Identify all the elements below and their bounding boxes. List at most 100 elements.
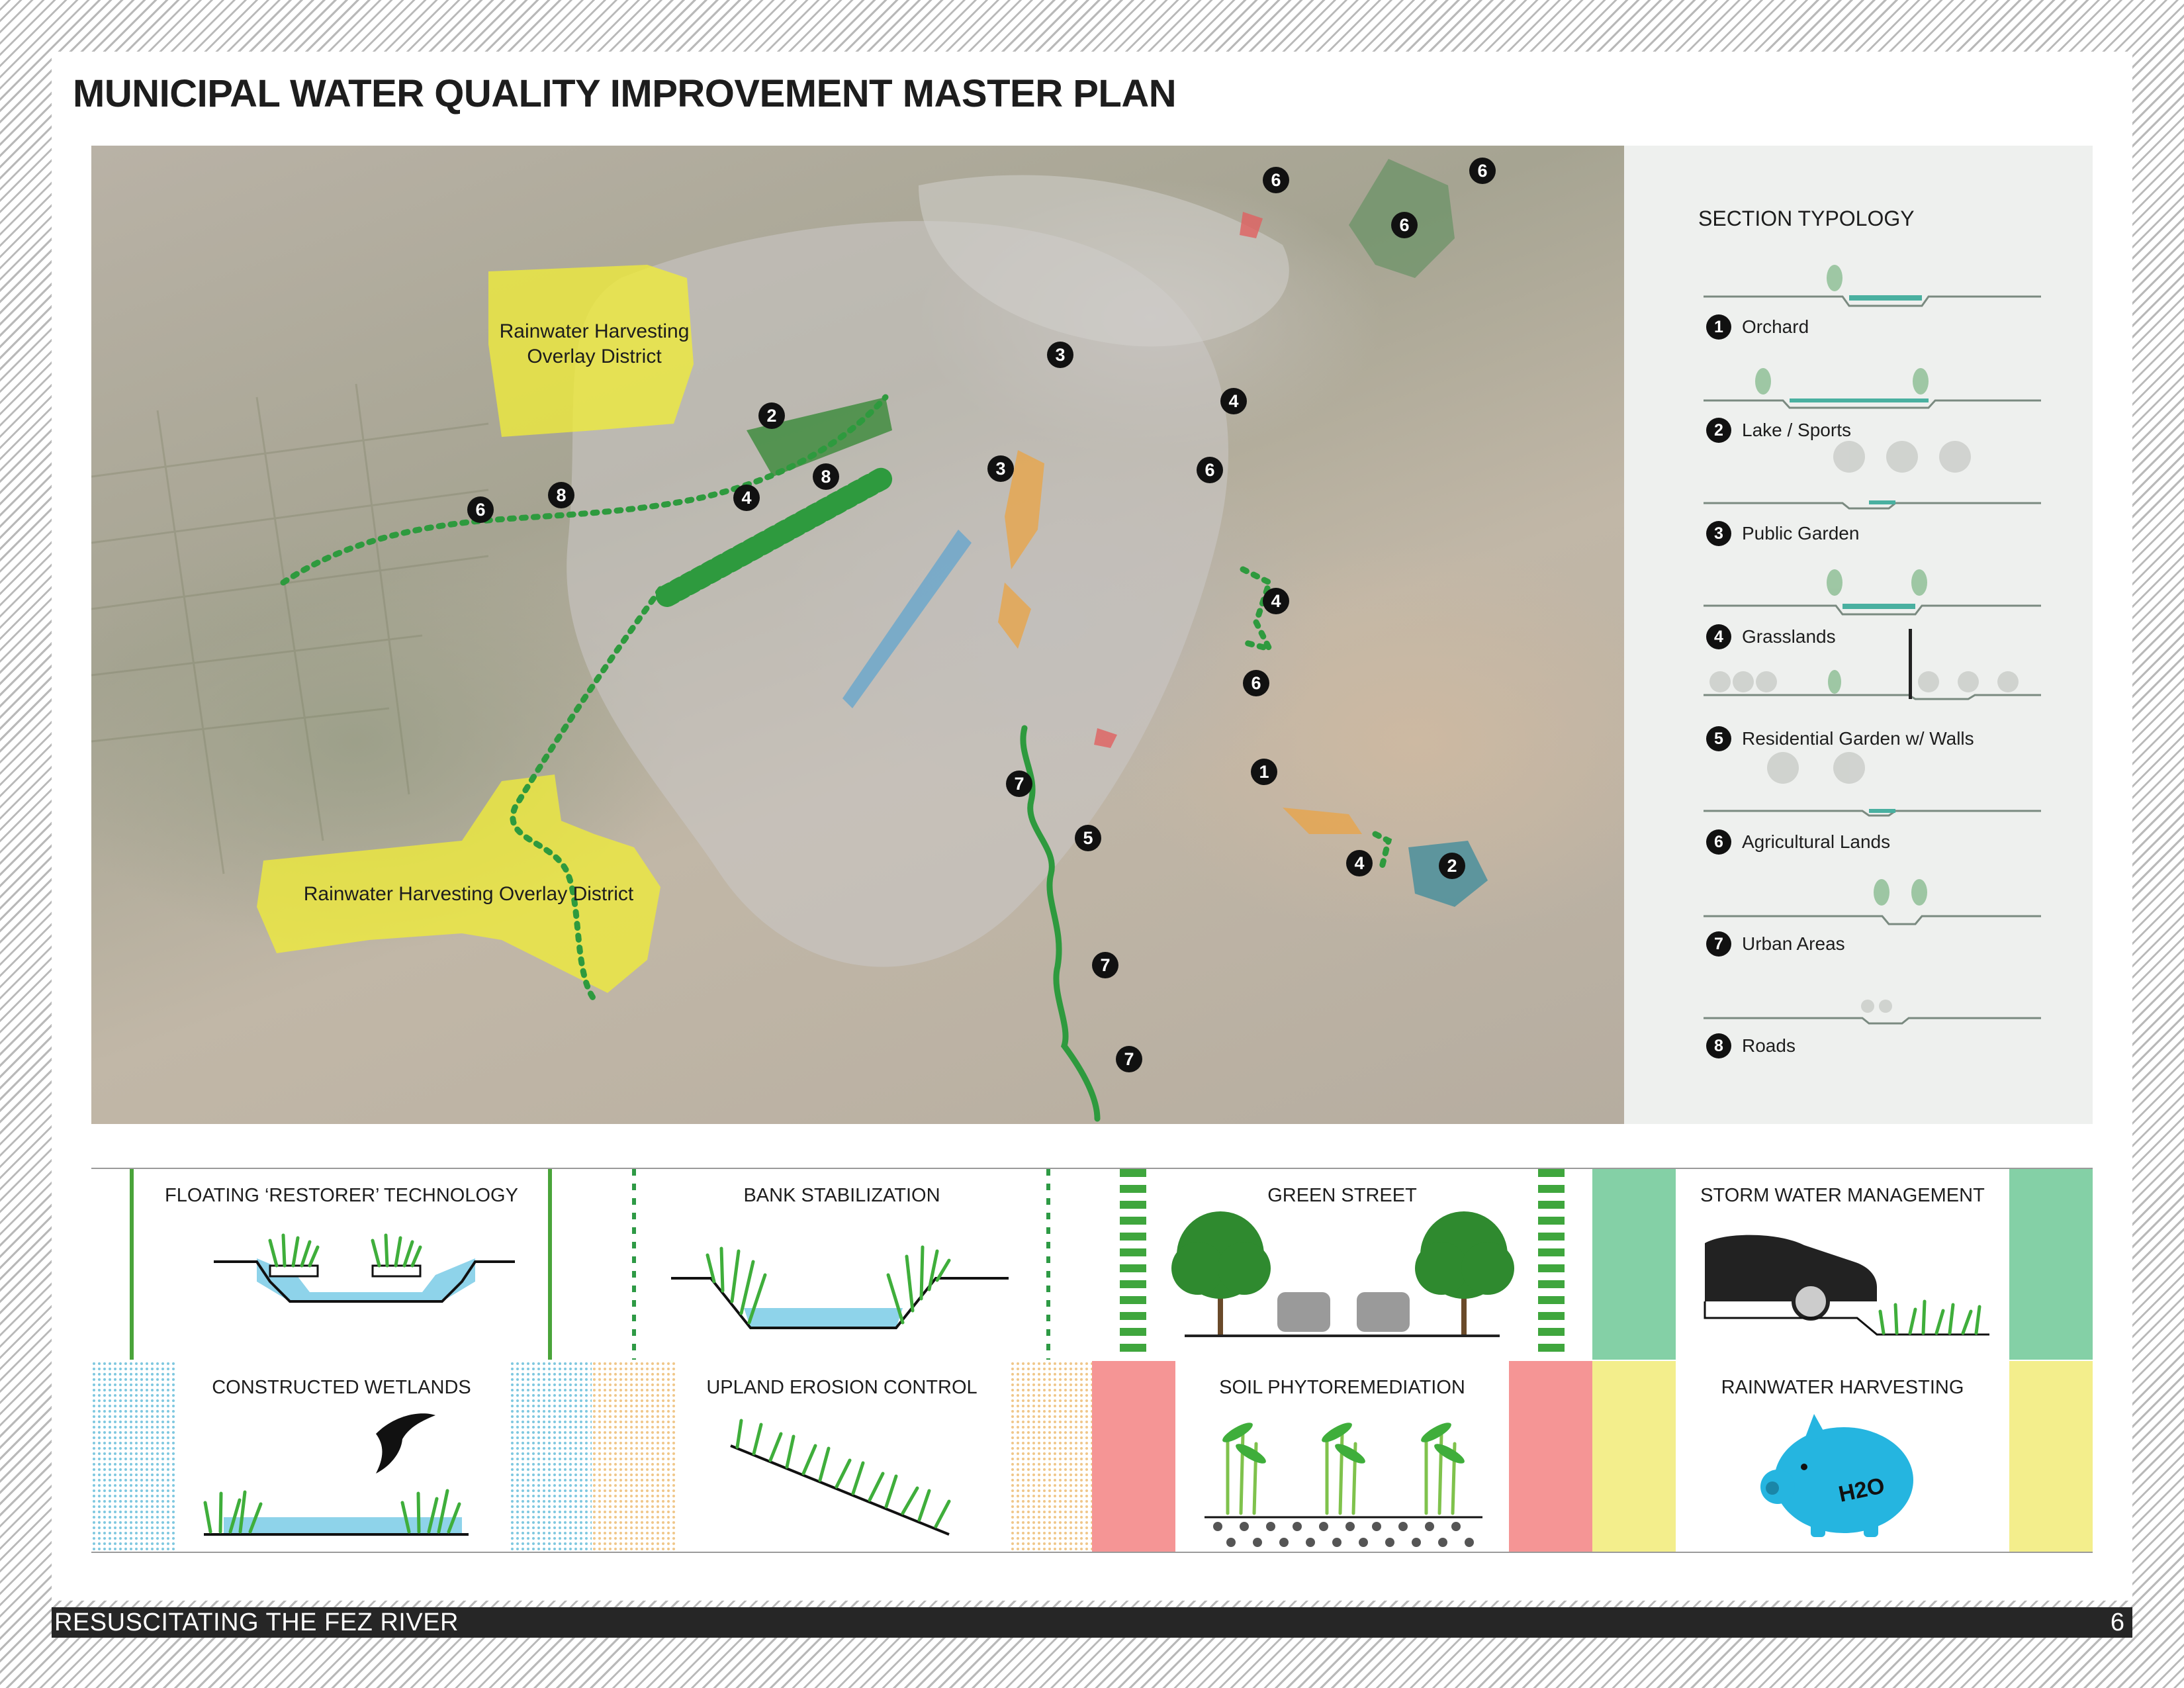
typology-item-roads: 8 Roads [1706, 1033, 1796, 1059]
strategy-label: UPLAND EROSION CONTROL [706, 1377, 978, 1398]
map-marker[interactable]: 8 [548, 482, 574, 508]
map-marker[interactable]: 3 [987, 455, 1014, 482]
map-overlays [91, 159, 1488, 1122]
map-marker[interactable]: 8 [813, 463, 839, 490]
orange-zone [1283, 808, 1362, 834]
floating-restorer-illustration [130, 1169, 552, 1360]
typology-label: Public Garden [1742, 523, 1860, 543]
urban-stream [1020, 725, 1101, 1122]
route-southwest [510, 586, 664, 1003]
strategy-green-street[interactable]: GREEN STREET [1092, 1169, 1594, 1360]
map-marker[interactable]: 6 [1263, 167, 1289, 193]
typology-number: 8 [1706, 1033, 1731, 1058]
typology-item-public-garden: 3 Public Garden [1706, 520, 1859, 547]
strategy-grid: FLOATING ‘RESTORER’ TECHNOLOGY BANK STAB… [91, 1168, 2093, 1553]
map-marker[interactable]: 4 [1220, 388, 1247, 414]
map-marker[interactable]: 4 [733, 485, 760, 511]
red-zone [1094, 728, 1117, 748]
strategy-constructed-wetlands[interactable]: CONSTRUCTED WETLANDS [91, 1361, 593, 1552]
map-marker[interactable]: 3 [1047, 342, 1073, 368]
strategy-label: RAINWATER HARVESTING [1721, 1377, 1964, 1398]
rainwater-district-north [488, 265, 694, 437]
map-marker[interactable]: 6 [1243, 670, 1269, 696]
red-zone [1240, 212, 1263, 238]
map-marker[interactable]: 1 [1251, 759, 1277, 785]
canal [842, 530, 972, 708]
route-southeast [1372, 831, 1392, 870]
map-marker[interactable]: 4 [1346, 850, 1373, 876]
typology-item-residential: 5 Residential Garden w/ Walls [1706, 726, 1974, 752]
typology-number: 3 [1706, 521, 1731, 546]
map-marker[interactable]: 6 [1469, 158, 1496, 184]
map-marker[interactable]: 4 [1263, 588, 1289, 614]
footer-title: RESUSCITATING THE FEZ RIVER [54, 1609, 459, 1636]
constructed-wetlands-illustration [91, 1361, 592, 1552]
map-marker[interactable]: 7 [1006, 771, 1032, 797]
map-marker[interactable]: 6 [1391, 212, 1418, 238]
strategy-floating-restorer[interactable]: FLOATING ‘RESTORER’ TECHNOLOGY [91, 1169, 593, 1360]
typology-label: Orchard [1742, 316, 1809, 337]
typology-label: Urban Areas [1742, 933, 1845, 954]
route-west [280, 394, 889, 586]
storm-water-illustration [1592, 1169, 2093, 1360]
rainwater-district-south [257, 774, 660, 993]
field-texture [91, 383, 489, 874]
typology-label: Residential Garden w/ Walls [1742, 728, 1974, 749]
urban-area [567, 220, 1229, 967]
typology-sections [1704, 265, 2041, 1025]
strategy-label: CONSTRUCTED WETLANDS [212, 1377, 471, 1398]
map-marker[interactable]: 2 [758, 402, 785, 429]
strategy-label: BANK STABILIZATION [743, 1185, 940, 1206]
piggy-bank-illustration [1592, 1361, 2093, 1552]
orange-zone [1005, 450, 1044, 569]
green-street-illustration [1120, 1169, 1565, 1360]
page-number: 6 [2110, 1609, 2124, 1636]
orange-zone [998, 583, 1031, 649]
strategy-soil-phytoremediation[interactable]: SOIL PHYTOREMEDIATION [1092, 1361, 1594, 1552]
typology-item-orchard: 1 Orchard [1706, 314, 1809, 340]
route-east [1240, 566, 1275, 653]
typology-number: 5 [1706, 726, 1731, 751]
footer-bar: RESUSCITATING THE FEZ RIVER 6 [52, 1607, 2132, 1638]
map-marker[interactable]: 7 [1092, 952, 1118, 978]
road-green-street [656, 465, 897, 607]
aerial-map[interactable]: Rainwater Harvesting Overlay District Ra… [91, 146, 1624, 1124]
map-marker[interactable]: 7 [1116, 1046, 1142, 1072]
typology-item-agricultural: 6 Agricultural Lands [1706, 829, 1890, 855]
green-zone [747, 397, 892, 477]
typology-number: 1 [1706, 314, 1731, 340]
strategy-label: STORM WATER MANAGEMENT [1700, 1185, 1985, 1206]
page-title: MUNICIPAL WATER QUALITY IMPROVEMENT MAST… [73, 72, 1177, 115]
typology-number: 6 [1706, 829, 1731, 855]
map-marker[interactable]: 6 [1197, 457, 1223, 483]
map-marker[interactable]: 2 [1439, 853, 1465, 879]
upland-erosion-illustration [592, 1361, 1092, 1552]
typology-label: Lake / Sports [1742, 420, 1851, 440]
district-label-north-text: Rainwater Harvesting Overlay District [499, 320, 690, 367]
typology-number: 2 [1706, 418, 1731, 443]
typology-label: Roads [1742, 1035, 1796, 1056]
urban-area [919, 175, 1289, 347]
phytoremediation-illustration [1092, 1361, 1592, 1552]
typology-number: 4 [1706, 624, 1731, 649]
strategy-label: SOIL PHYTOREMEDIATION [1219, 1377, 1465, 1398]
district-label-south-text: Rainwater Harvesting Overlay District [303, 883, 634, 905]
strategy-upland-erosion-control[interactable]: UPLAND EROSION CONTROL [592, 1361, 1093, 1552]
typology-number: 7 [1706, 931, 1731, 957]
strategy-bank-stabilization[interactable]: BANK STABILIZATION [592, 1169, 1093, 1360]
typology-label: Agricultural Lands [1742, 831, 1891, 852]
strategy-label: GREEN STREET [1267, 1185, 1417, 1206]
strategy-label: FLOATING ‘RESTORER’ TECHNOLOGY [165, 1185, 518, 1206]
district-label-north: Rainwater Harvesting Overlay District [495, 319, 694, 369]
panel-title: SECTION TYPOLOGY [1698, 207, 1915, 230]
map-marker[interactable]: 6 [467, 496, 494, 523]
map-marker[interactable]: 5 [1075, 825, 1101, 851]
section-typology-panel: SECTION TYPOLOGY [1624, 146, 2093, 1124]
typology-item-urban: 7 Urban Areas [1706, 931, 1845, 957]
typology-item-lake: 2 Lake / Sports [1706, 417, 1851, 444]
strategy-rainwater-harvesting[interactable]: RAINWATER HARVESTING H2O [1592, 1361, 2093, 1552]
bank-stabilization-illustration [632, 1169, 1050, 1360]
strategy-storm-water-management[interactable]: STORM WATER MANAGEMENT [1592, 1169, 2093, 1360]
typology-item-grasslands: 4 Grasslands [1706, 624, 1836, 650]
typology-label: Grasslands [1742, 626, 1836, 647]
